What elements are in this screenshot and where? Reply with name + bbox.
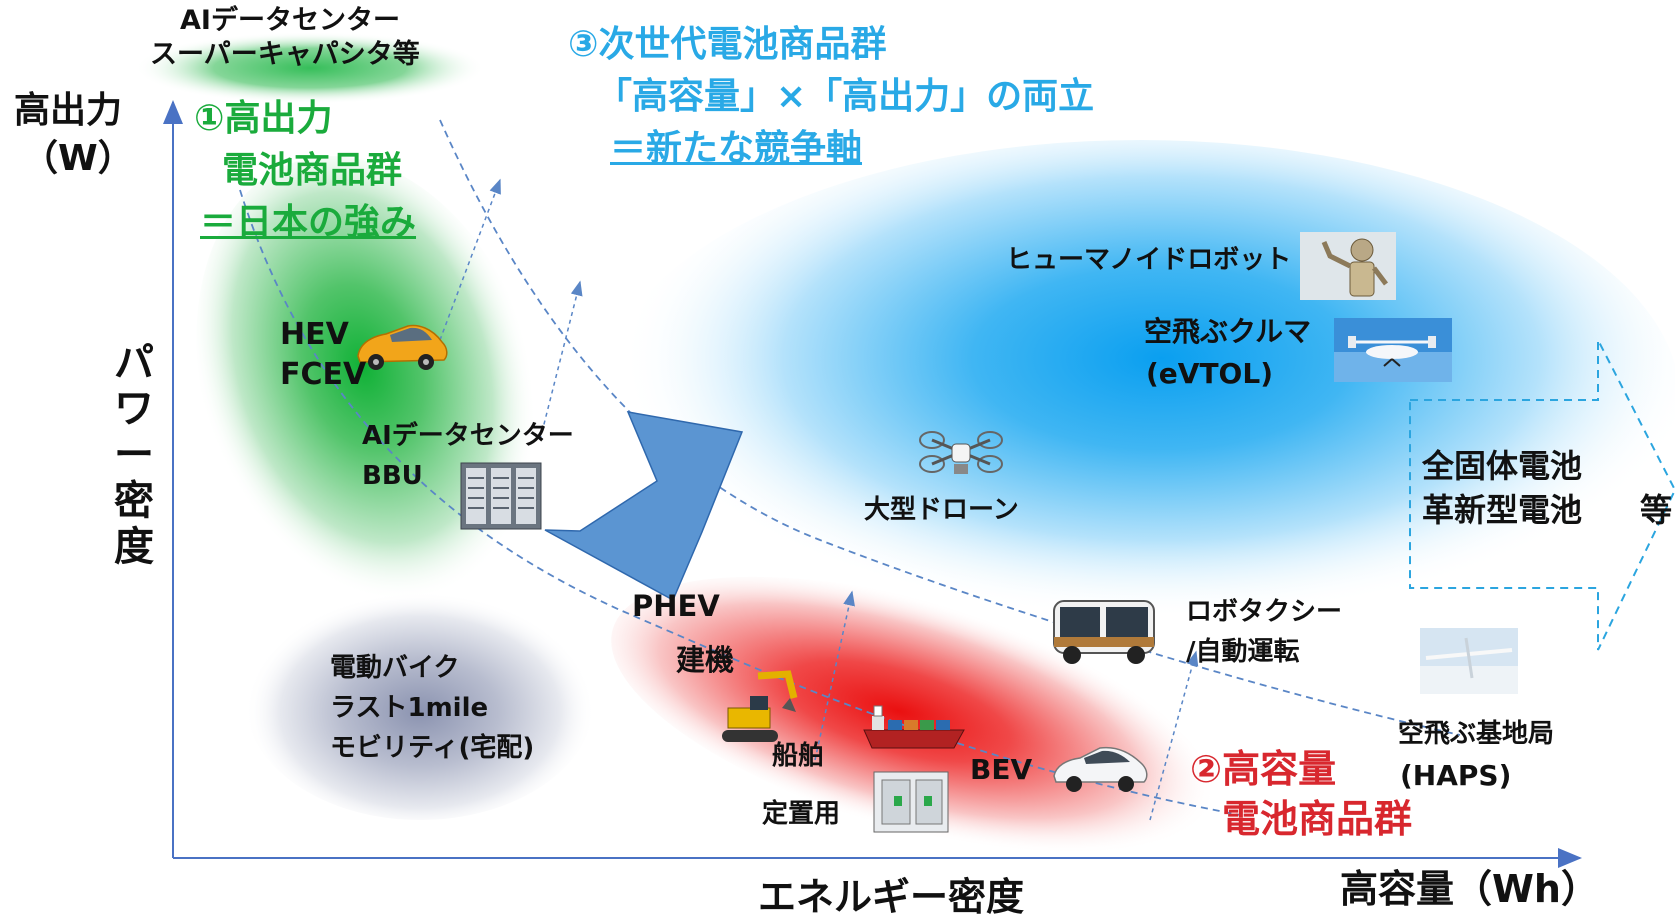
evtol-sub-label: (eVTOL) [1146,357,1273,390]
hev-label: HEV [280,317,349,352]
group1-subtitle: 電池商品群 [222,150,403,191]
autonomous-driving-label: /自動運転 [1186,637,1300,667]
group1-tagline: ＝日本の強み [200,202,417,243]
robotaxi-label: ロボタクシー [1186,597,1343,627]
construction-machinery-label: 建機 [676,643,735,677]
stationary-label: 定置用 [762,799,841,829]
haps-sub-label: (HAPS) [1400,759,1512,792]
y-axis-char: 度 [114,524,154,570]
y-axis-char: 密 [114,478,154,524]
x-axis-label: エネルギー密度 [758,875,1025,919]
haps-aircraft-icon [1420,628,1518,694]
etc-label: 等 [1640,491,1673,529]
group1-title: ①高出力 [194,98,333,139]
ebike-label: 電動バイク [330,653,460,683]
evtol-aircraft-icon [1334,318,1452,382]
large-drone-label: 大型ドローン [864,495,1019,525]
up-arrow-2 [539,280,583,441]
future-battery-arrow [1409,339,1675,651]
ship-label: 船舶 [772,741,825,771]
last-mile-label: ラスト1mile [330,693,489,723]
fcev-label: FCEV [280,357,367,392]
green-region [196,156,544,624]
group2-subtitle: 電池商品群 [1222,797,1413,841]
tradeoff-curve-inner [239,189,1241,816]
top-group-line2: スーパーキャパシタ等 [150,39,420,70]
tradeoff-curve-outer [439,119,1461,736]
big-diagonal-arrow [544,411,744,602]
haps-label: 空飛ぶ基地局 [1398,719,1555,749]
drone-icon [919,431,1003,474]
group3-subtitle: 「高容量」×「高出力」の両立 [596,76,1095,117]
y-axis-char: ー [114,432,154,478]
evtol-label: 空飛ぶクルマ [1144,315,1312,348]
y-axis-top-label: 高出力 [14,90,123,131]
humanoid-robot-icon [1300,232,1396,300]
innovative-battery-label: 革新型電池 [1422,491,1583,529]
ai-datacenter-label: AIデータセンター [362,421,574,451]
y-axis-top-unit: （W） [22,138,134,179]
electric-car-icon [1053,746,1148,792]
group2-title: ②高容量 [1190,747,1337,791]
server-rack-icon [460,462,542,530]
blue-region [600,140,1675,660]
group3-tagline: ＝新たな競争軸 [610,128,863,169]
gray-region [245,580,595,820]
phev-label: PHEV [632,589,720,623]
mobility-delivery-label: モビリティ(宅配) [330,733,535,763]
humanoid-robot-label: ヒューマノイドロボット [1006,245,1292,275]
stationary-storage-icon [873,771,949,833]
y-axis-label: パ ワ ー 密 度 [112,340,156,570]
hybrid-car-icon [357,324,448,370]
solid-state-battery-label: 全固体電池 [1422,447,1583,485]
x-axis-right-label: 高容量（Wh） [1340,867,1599,911]
cargo-ship-icon [863,705,965,749]
bbu-label: BBU [362,461,423,491]
top-green-ellipse [135,32,485,104]
top-group-line1: AIデータセンター [180,5,400,36]
y-axis-char: ワ [114,386,154,432]
bev-label: BEV [970,753,1033,786]
robotaxi-shuttle-icon [1053,600,1155,664]
excavator-icon [722,670,798,742]
group3-title: ③次世代電池商品群 [568,24,887,65]
up-arrow-4 [1149,650,1199,821]
y-axis-char: パ [114,340,154,386]
